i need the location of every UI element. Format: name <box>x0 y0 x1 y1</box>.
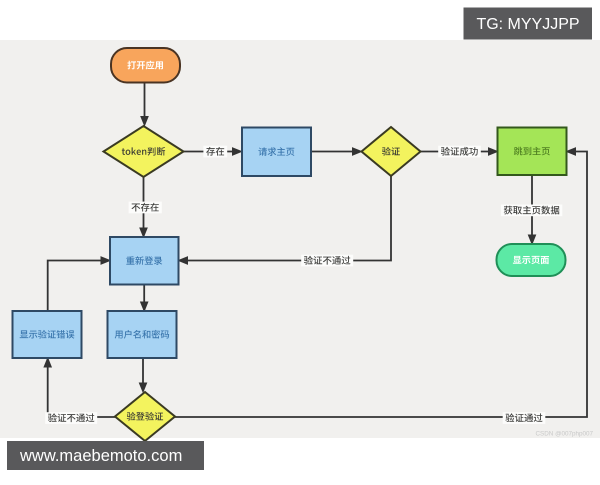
svg-text:TG: MYYJJPP: TG: MYYJJPP <box>476 16 579 33</box>
svg-text:www.maebemoto.com: www.maebemoto.com <box>19 447 182 465</box>
svg-text:CSDN @007php007: CSDN @007php007 <box>535 431 593 438</box>
